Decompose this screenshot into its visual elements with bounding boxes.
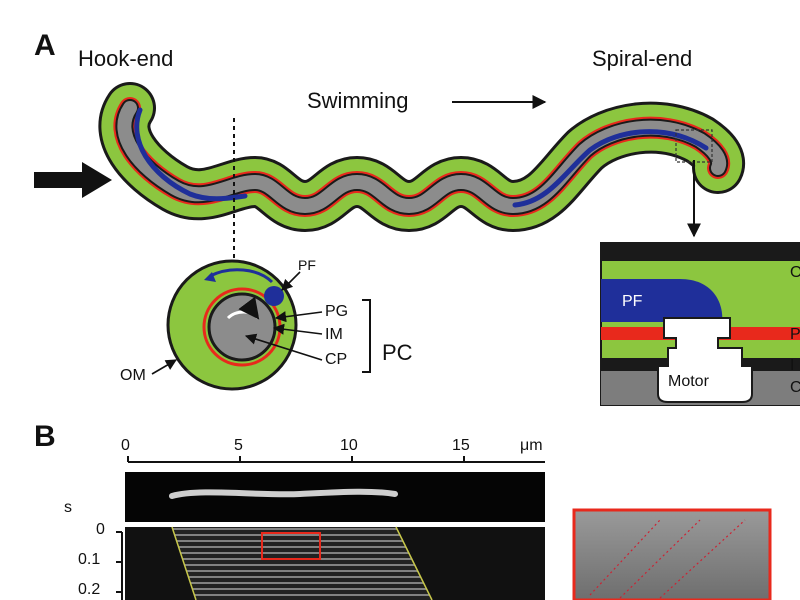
spirochete-cell — [98, 82, 745, 232]
fluorescence-image — [125, 472, 545, 522]
om-pointer — [151, 359, 177, 375]
swimming-label: Swimming — [307, 88, 409, 113]
zoom-region-box — [261, 532, 321, 560]
hook-end-label: Hook-end — [78, 46, 174, 71]
cross-section — [166, 259, 298, 391]
pf-pointer — [281, 271, 301, 291]
x-tick-label-0: 0 — [121, 437, 130, 454]
pc-bracket — [362, 299, 371, 373]
zoom-track-2 — [619, 519, 701, 599]
inset-edge-label-i: I — [790, 357, 795, 374]
y-tick-label-0-2: 0.2 — [78, 581, 101, 598]
x-tick-label-10: 10 — [340, 437, 358, 454]
inset-motor-label: Motor — [668, 373, 709, 390]
pg-pointer — [274, 311, 323, 323]
om-label: OM — [120, 367, 146, 384]
cross-section-flagellum — [264, 286, 284, 306]
motor-inset — [600, 242, 800, 406]
x-axis-unit: μm — [520, 437, 543, 454]
inset-edge-label-o: O — [790, 264, 800, 281]
rotation-arrow-outer — [209, 268, 274, 284]
pointer-arrow — [34, 162, 112, 198]
kymograph-edge-right — [395, 526, 433, 600]
im-label: IM — [325, 326, 343, 343]
inset-flagellum — [601, 279, 723, 322]
kymograph-panel — [116, 456, 772, 600]
zoom-inset — [572, 508, 772, 600]
kymograph-streaks — [172, 527, 432, 600]
pg-label: PG — [325, 303, 349, 320]
im-pointer — [272, 323, 323, 335]
rotation-arrow-head — [204, 272, 216, 282]
flagellum-hook-end — [134, 107, 248, 202]
protoplasmic-cylinder — [117, 101, 726, 213]
spiral-end-label: Spiral-end — [592, 46, 693, 71]
zoom-track-1 — [589, 519, 661, 596]
panel-a-letter: A — [34, 29, 56, 62]
inset-pf-label: PF — [622, 293, 643, 310]
rotation-arrow-inner — [226, 296, 260, 320]
pc-label: PC — [382, 340, 413, 365]
panel-b-letter: B — [34, 420, 56, 453]
inset-edge-label-p: P — [790, 326, 800, 343]
motor-shape — [657, 317, 753, 403]
kymograph-edge-left — [171, 526, 197, 600]
time-label: s — [64, 499, 72, 516]
cp-pointer — [244, 333, 323, 361]
zoom-track-3 — [659, 519, 746, 599]
pf-label: PF — [298, 257, 316, 273]
y-tick-label-0-1: 0.1 — [78, 551, 101, 568]
cp-label: CP — [325, 351, 348, 368]
cell-fluorescence — [169, 488, 398, 499]
x-tick-label-15: 15 — [452, 437, 470, 454]
inset-edge-label-c: C — [790, 379, 800, 396]
inset-outer-membrane — [601, 243, 800, 261]
x-tick-label-5: 5 — [234, 437, 243, 454]
cross-section-cytoplasm — [207, 292, 277, 362]
flagellum-spiral-end — [512, 129, 709, 208]
y-tick-label-0: 0 — [96, 521, 105, 538]
